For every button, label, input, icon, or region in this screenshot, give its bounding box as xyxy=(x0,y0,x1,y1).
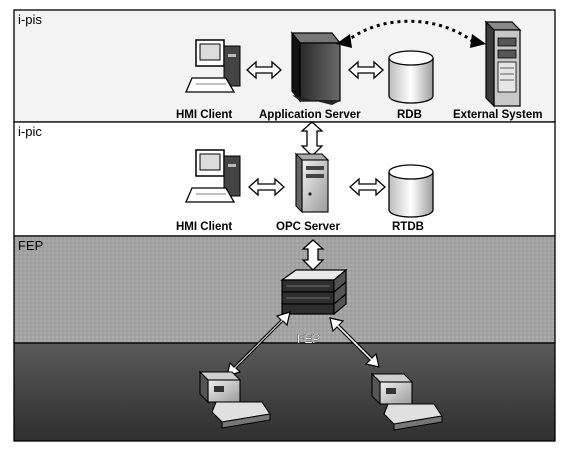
layer-i-pis-panel xyxy=(13,9,556,123)
layer-i-pic: i-pic xyxy=(13,121,556,237)
double-arrow-icon xyxy=(248,177,285,197)
double-arrow-icon xyxy=(349,177,386,197)
opc-server-label: OPC Server xyxy=(276,221,340,233)
layer-fep-field-band xyxy=(13,342,556,442)
hmi-client-mid-label: HMI Client xyxy=(176,221,232,233)
database-icon xyxy=(388,50,434,104)
external-system-label: External System xyxy=(453,109,543,121)
application-server-label: Application Server xyxy=(259,109,361,121)
dashed-double-arrow-icon xyxy=(336,19,486,48)
database-icon xyxy=(388,164,434,218)
computer-icon xyxy=(185,149,241,203)
network-device-icon xyxy=(280,268,348,316)
layer-i-pic-panel xyxy=(13,121,556,237)
layer-i-pis: i-pis xyxy=(13,9,556,123)
server-tower-icon xyxy=(484,20,522,108)
layer-fep-title: FEP xyxy=(18,238,43,253)
double-arrow-icon xyxy=(246,60,282,80)
hmi-client-top-label: HMI Client xyxy=(176,109,232,121)
layer-fep: FEP xyxy=(13,235,556,442)
server-icon xyxy=(290,31,342,105)
fep-label: FEP xyxy=(297,332,320,346)
layer-i-pis-title: i-pis xyxy=(18,12,42,27)
rtdb-label: RTDB xyxy=(392,221,424,233)
rdb-label: RDB xyxy=(397,109,422,121)
layer-i-pic-title: i-pic xyxy=(18,124,42,139)
double-arrow-icon xyxy=(348,60,384,80)
field-device-icon xyxy=(198,370,271,429)
field-device-icon xyxy=(370,372,443,431)
double-arrow-icon xyxy=(329,317,380,368)
computer-icon xyxy=(185,39,241,93)
server-icon xyxy=(294,152,330,214)
